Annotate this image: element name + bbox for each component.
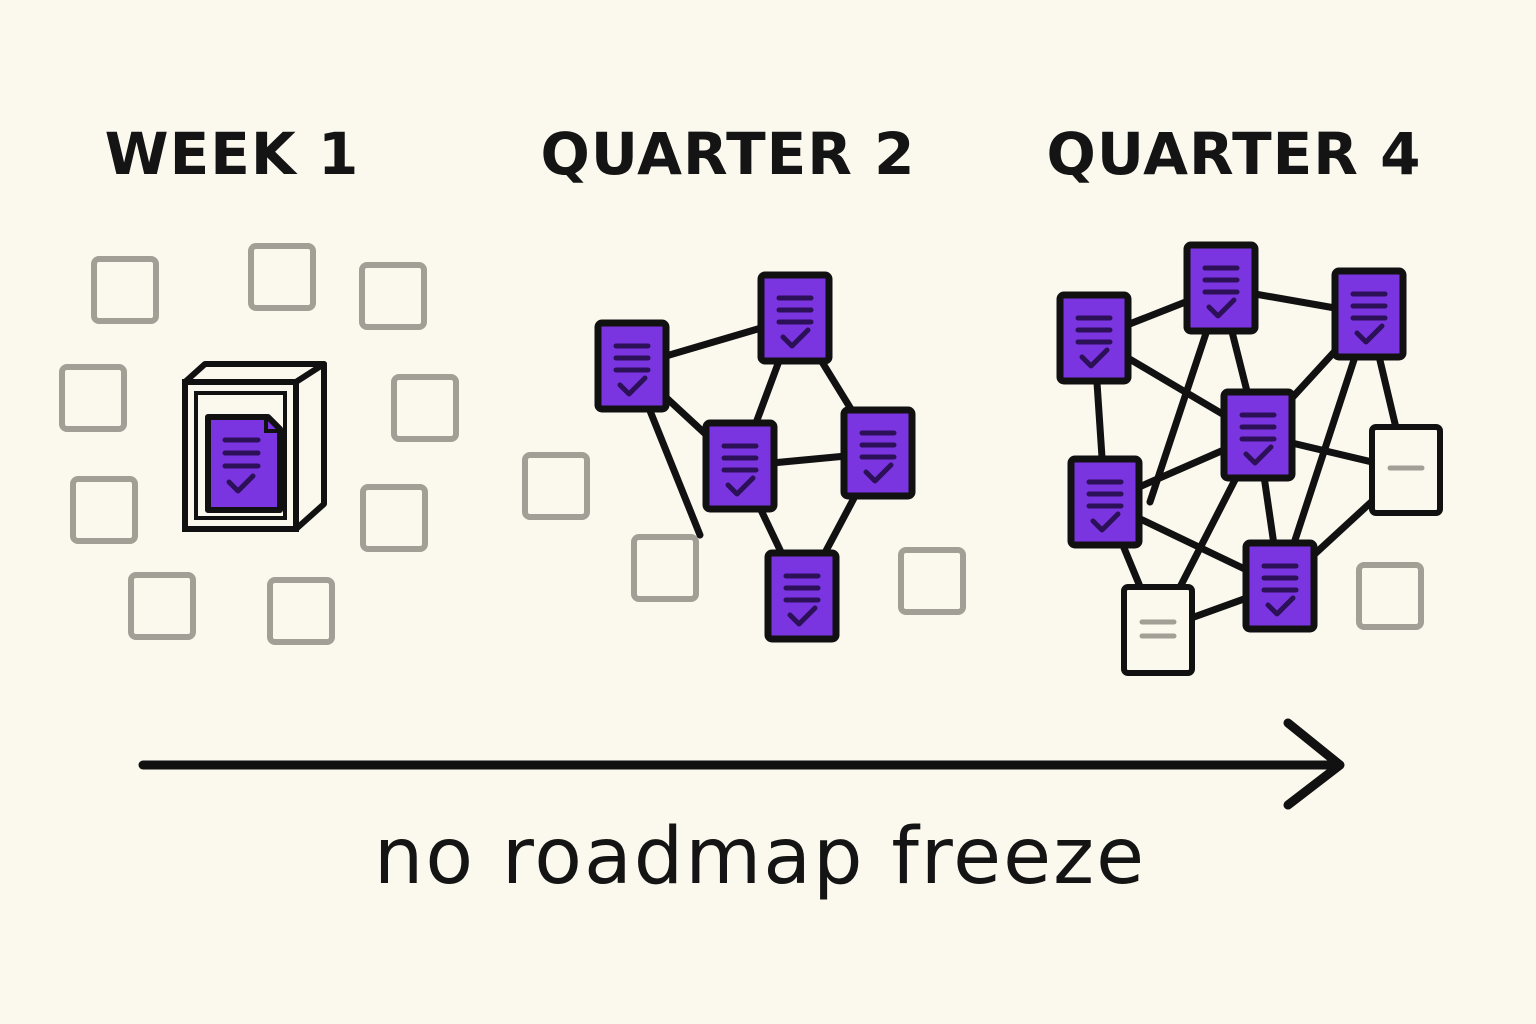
document-check-icon bbox=[205, 414, 283, 513]
empty-slot-icon bbox=[62, 367, 124, 429]
quarter-4-group bbox=[1060, 245, 1440, 673]
document-check-icon bbox=[1187, 245, 1255, 331]
quarter-2-group bbox=[525, 275, 963, 639]
empty-slot-icon bbox=[94, 259, 156, 321]
stage-title-quarter-2: QUARTER 2 bbox=[540, 120, 916, 188]
document-check-icon bbox=[1335, 271, 1403, 357]
week-1-group bbox=[62, 246, 456, 642]
draft-document-icon bbox=[1124, 587, 1192, 673]
empty-slot-icon bbox=[1359, 565, 1421, 627]
document-check-icon bbox=[598, 323, 666, 409]
document-check-icon bbox=[706, 423, 774, 509]
empty-slot-icon bbox=[901, 550, 963, 612]
empty-slot-icon bbox=[73, 479, 135, 541]
document-check-icon bbox=[768, 553, 836, 639]
stage-title-quarter-4: QUARTER 4 bbox=[1046, 120, 1422, 188]
empty-slot-icon bbox=[251, 246, 313, 308]
empty-slot-icon bbox=[394, 377, 456, 439]
timeline-caption: no roadmap freeze bbox=[373, 812, 1147, 902]
empty-slot-icon bbox=[525, 455, 587, 517]
empty-slot-icon bbox=[634, 537, 696, 599]
empty-slot-icon bbox=[270, 580, 332, 642]
document-check-icon bbox=[844, 410, 912, 496]
stage-title-week-1: WEEK 1 bbox=[104, 120, 360, 188]
arrow-right-icon bbox=[138, 718, 1345, 810]
document-check-icon bbox=[761, 275, 829, 361]
box-icon bbox=[182, 361, 327, 532]
draft-document-icon bbox=[1372, 427, 1440, 513]
document-check-icon bbox=[1246, 543, 1314, 629]
document-check-icon bbox=[1060, 295, 1128, 381]
document-check-icon bbox=[1071, 459, 1139, 545]
empty-slot-icon bbox=[131, 575, 193, 637]
document-check-icon bbox=[1224, 392, 1292, 478]
empty-slot-icon bbox=[363, 487, 425, 549]
empty-slot-icon bbox=[362, 265, 424, 327]
